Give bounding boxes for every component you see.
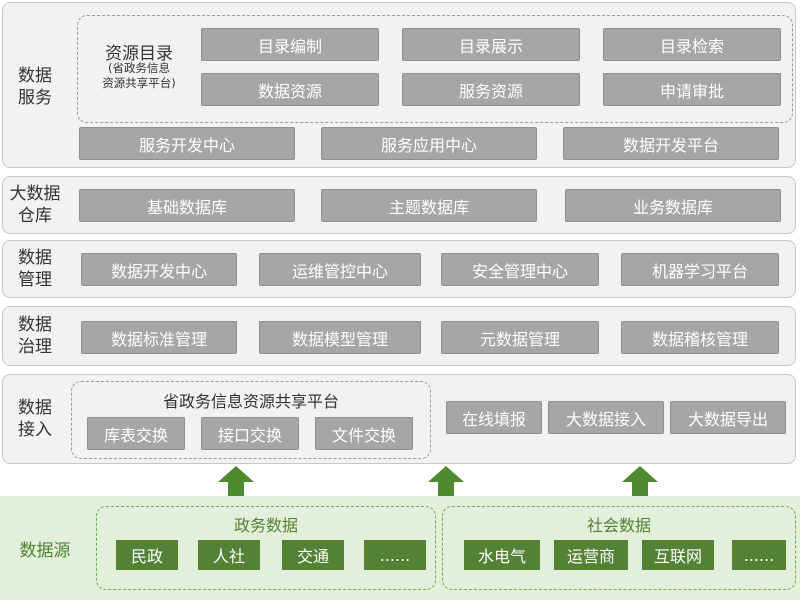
catalog-item[interactable]: 数据资源 [201,73,379,106]
platform-item[interactable]: 库表交换 [87,417,185,450]
governance-item[interactable]: 数据标准管理 [81,321,237,354]
access-item[interactable]: 大数据接入 [548,401,664,434]
data-governance-layer: 数据 治理 数据标准管理 数据模型管理 元数据管理 数据稽核管理 [2,306,796,366]
management-label: 数据 管理 [18,248,52,290]
warehouse-item[interactable]: 基础数据库 [79,189,295,222]
governance-item[interactable]: 数据模型管理 [259,321,421,354]
governance-item[interactable]: 元数据管理 [441,321,599,354]
governance-label: 数据 治理 [18,315,52,357]
gov-data-group [96,506,436,590]
gov-data-item[interactable]: ...... [364,540,426,570]
social-data-item[interactable]: 水电气 [464,540,540,570]
catalog-item[interactable]: 目录展示 [402,28,580,61]
management-item[interactable]: 机器学习平台 [621,253,779,286]
gov-data-title: 政务数据 [233,516,298,535]
up-arrow-icon [622,466,658,498]
catalog-item[interactable]: 目录编制 [201,28,379,61]
up-arrow-icon [428,466,464,498]
gov-data-item[interactable]: 交通 [282,540,344,570]
social-data-title: 社会数据 [586,516,651,535]
social-data-item[interactable]: ...... [732,540,786,570]
management-item[interactable]: 数据开发中心 [81,253,237,286]
up-arrow-icon [218,466,254,498]
data-source-band: 数据源 政务数据 民政 人社 交通 ...... 社会数据 水电气 运营商 互联… [0,496,800,600]
data-access-layer: 数据 接入 省政务信息资源共享平台 库表交换 接口交换 文件交换 在线填报 大数… [2,374,796,464]
data-management-layer: 数据 管理 数据开发中心 运维管控中心 安全管理中心 机器学习平台 [2,240,796,298]
catalog-item[interactable]: 目录检索 [603,28,781,61]
provincial-platform-title: 省政务信息资源共享平台 [162,392,339,411]
provincial-platform-group [71,381,431,459]
catalog-item[interactable]: 服务资源 [402,73,580,106]
resource-catalog-subtitle: (省政务信息 资源共享平台) [102,61,176,90]
access-item[interactable]: 大数据导出 [670,401,786,434]
gov-data-item[interactable]: 民政 [116,540,178,570]
big-data-warehouse-layer: 大数据 仓库 基础数据库 主题数据库 业务数据库 [2,176,796,234]
warehouse-label: 大数据 仓库 [9,184,61,226]
warehouse-item[interactable]: 主题数据库 [321,189,537,222]
data-service-label: 数据 服务 [18,66,52,108]
data-source-label: 数据源 [19,541,71,561]
access-item[interactable]: 在线填报 [446,401,542,434]
resource-catalog-group [77,15,793,123]
gov-data-item[interactable]: 人社 [198,540,260,570]
access-label: 数据 接入 [18,398,52,440]
data-service-layer: 数据 服务 资源目录 (省政务信息 资源共享平台) 目录编制 目录展示 目录检索… [2,2,796,168]
warehouse-item[interactable]: 业务数据库 [565,189,781,222]
social-data-group [442,506,796,590]
social-data-item[interactable]: 互联网 [642,540,714,570]
social-data-item[interactable]: 运营商 [554,540,628,570]
management-item[interactable]: 安全管理中心 [441,253,599,286]
governance-item[interactable]: 数据稽核管理 [621,321,779,354]
platform-item[interactable]: 文件交换 [315,417,413,450]
service-item[interactable]: 服务开发中心 [79,127,295,160]
catalog-item[interactable]: 申请审批 [603,73,781,106]
management-item[interactable]: 运维管控中心 [259,253,421,286]
service-item[interactable]: 数据开发平台 [563,127,779,160]
platform-item[interactable]: 接口交换 [201,417,299,450]
resource-catalog-title: 资源目录 [105,44,173,64]
service-item[interactable]: 服务应用中心 [321,127,537,160]
